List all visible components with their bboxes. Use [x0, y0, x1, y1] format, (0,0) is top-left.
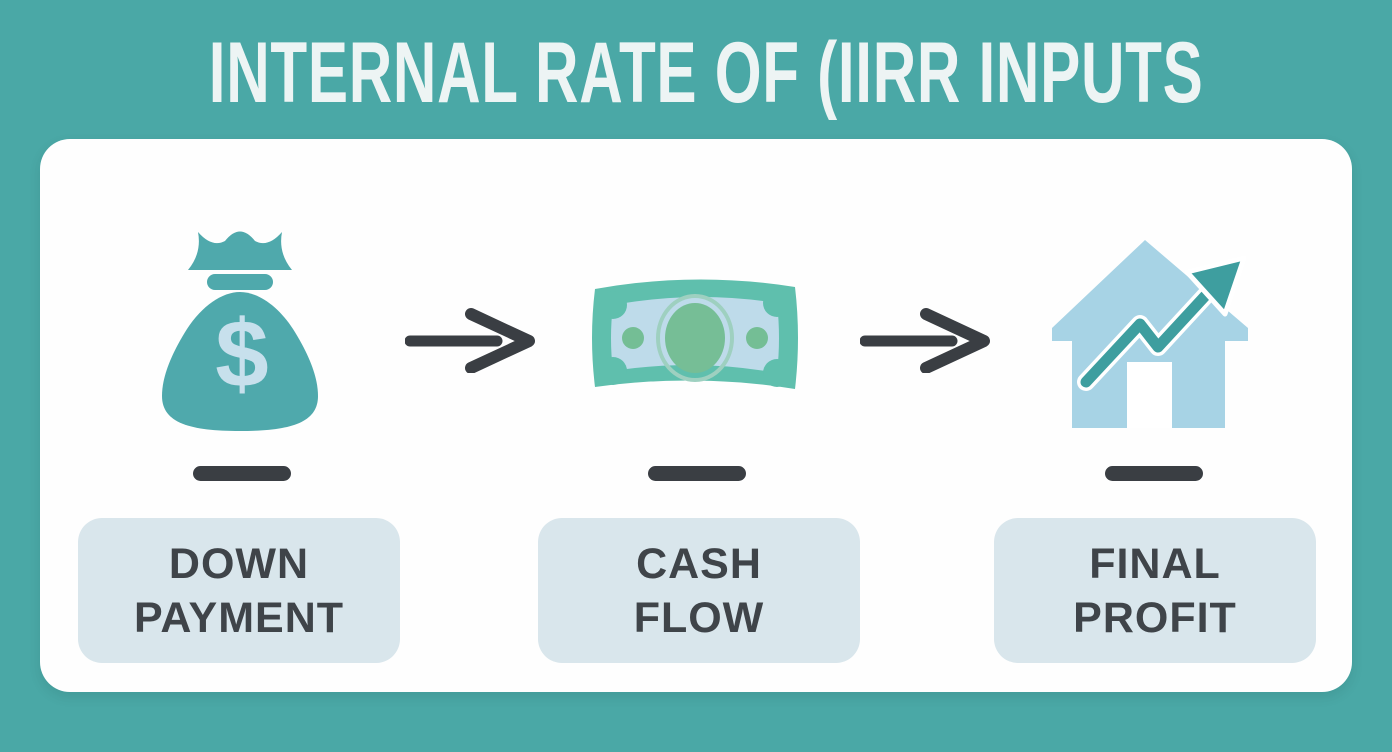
- right-arrow-icon: [859, 307, 991, 374]
- label-final-profit: FINAL PROFIT: [994, 518, 1316, 663]
- money-bag-icon: $: [158, 226, 322, 431]
- divider-dash: [648, 466, 746, 481]
- step-label: DOWN PAYMENT: [133, 539, 345, 642]
- step-label: CASH FLOW: [633, 539, 765, 642]
- banknote-icon: [588, 270, 802, 406]
- dollar-sign: $: [215, 301, 268, 408]
- house-growth-icon: [1052, 240, 1248, 430]
- step-label: FINAL PROFIT: [1073, 539, 1237, 642]
- page-title: INTERNAL RATE OF (IIRR INPUTS: [208, 25, 1204, 121]
- right-arrow-icon: [404, 307, 536, 374]
- label-cash-flow: CASH FLOW: [538, 518, 860, 663]
- content-card: $ DOWN PAYMENT: [40, 139, 1352, 692]
- label-down-payment: DOWN PAYMENT: [78, 518, 400, 663]
- divider-dash: [193, 466, 291, 481]
- divider-dash: [1105, 466, 1203, 481]
